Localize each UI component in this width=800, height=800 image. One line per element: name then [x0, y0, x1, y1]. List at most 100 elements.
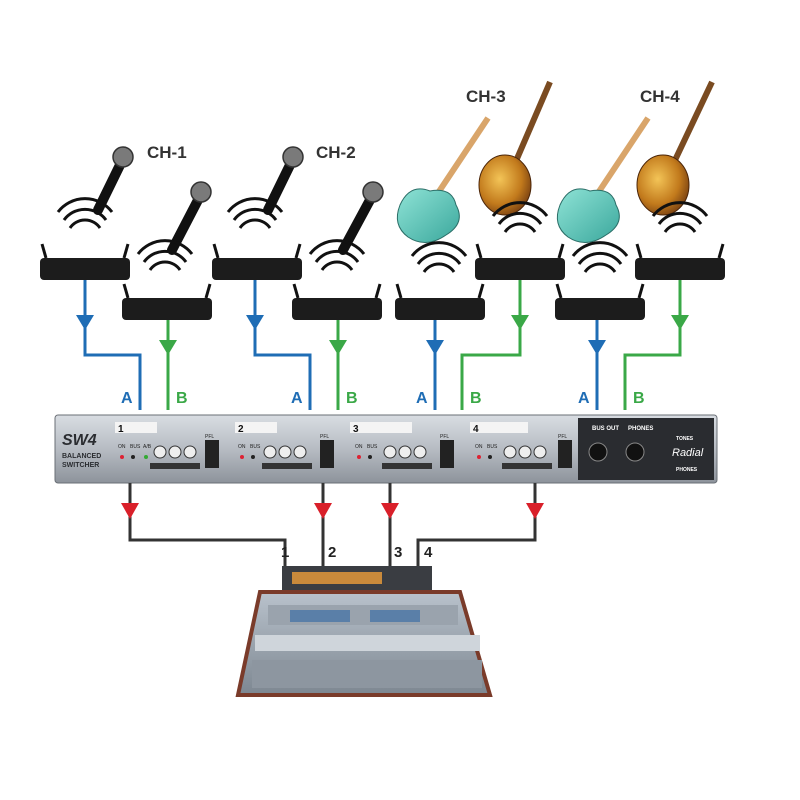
knob[interactable]: [413, 445, 427, 459]
wireless-signal-icon: [491, 201, 549, 233]
on-label: ON: [238, 444, 246, 450]
output-number: 1: [281, 544, 289, 561]
pfl-label: PFL: [320, 434, 329, 440]
on-label: ON: [355, 444, 363, 450]
mixing-console: [235, 566, 493, 697]
bus-label: BUS: [250, 444, 261, 450]
phones-out-label: PHONES: [676, 467, 698, 473]
bus-out-label: BUS OUT: [592, 426, 619, 432]
input-b-label: B: [633, 390, 645, 407]
guitar-icon: [636, 80, 715, 216]
wireless-receiver: [40, 243, 130, 280]
input-b-label: B: [176, 390, 188, 407]
knob[interactable]: [518, 445, 532, 459]
microphone-icon: [263, 146, 304, 215]
channel-number: 1: [118, 424, 124, 435]
subtitle-line2: SWITCHER: [62, 462, 99, 469]
down-arrow-icon: [381, 503, 399, 519]
pfl-label: PFL: [558, 434, 567, 440]
ch3-label: CH-3: [466, 87, 506, 106]
channel-strip: 1 ON BUS A/B PFL: [115, 422, 219, 469]
channel-number: 4: [473, 424, 479, 435]
bus-label: BUS: [130, 444, 141, 450]
knob[interactable]: [278, 445, 292, 459]
on-label: ON: [475, 444, 483, 450]
ab-label: A/B: [143, 444, 152, 450]
phones-label: PHONES: [628, 426, 653, 432]
knob[interactable]: [293, 445, 307, 459]
wireless-receiver: [635, 243, 725, 280]
input-b-label: B: [346, 390, 358, 407]
knob[interactable]: [183, 445, 197, 459]
brand-logo: Radial: [672, 447, 704, 459]
wireless-signal-icon: [56, 197, 114, 229]
wireless-receiver: [212, 243, 302, 280]
down-arrow-icon: [329, 340, 347, 355]
wireless-signal-icon: [571, 241, 629, 273]
output-cable: [416, 483, 537, 575]
down-arrow-icon: [511, 315, 529, 330]
knob[interactable]: [383, 445, 397, 459]
down-arrow-icon: [314, 503, 332, 519]
ch4-label: CH-4: [640, 87, 680, 106]
input-a-label: A: [291, 390, 303, 407]
wireless-signal-icon: [410, 241, 468, 273]
channel-strip: 2 ON BUS PFL: [235, 422, 334, 469]
wireless-receiver: [555, 283, 645, 320]
input-a-label: A: [578, 390, 590, 407]
output-number: 2: [328, 544, 336, 561]
channel-strip: 4 ON BUS PFL: [470, 422, 572, 469]
down-arrow-icon: [246, 315, 264, 330]
down-arrow-icon: [671, 315, 689, 330]
wireless-signal-icon: [226, 197, 284, 229]
output-number: 4: [424, 544, 433, 561]
wireless-signal-icon: [308, 239, 366, 271]
model-label: SW4: [62, 432, 97, 449]
phones-knob[interactable]: [625, 442, 645, 462]
down-arrow-icon: [426, 340, 444, 355]
wireless-receiver: [122, 283, 212, 320]
microphone-icon: [93, 146, 134, 215]
input-a-label: A: [416, 390, 428, 407]
knob[interactable]: [263, 445, 277, 459]
guitar-icon: [396, 116, 491, 243]
wireless-receiver: [292, 283, 382, 320]
pfl-label: PFL: [440, 434, 449, 440]
channel-number: 3: [353, 424, 359, 435]
bus-label: BUS: [487, 444, 498, 450]
guitar-icon: [478, 80, 553, 216]
channel-number: 2: [238, 424, 244, 435]
wireless-receiver: [475, 243, 565, 280]
knob[interactable]: [153, 445, 167, 459]
down-arrow-icon: [588, 340, 606, 355]
down-arrow-icon: [159, 340, 177, 355]
ch1-label: CH-1: [147, 143, 187, 162]
bus-out-knob[interactable]: [588, 442, 608, 462]
knob[interactable]: [533, 445, 547, 459]
microphone-icon: [167, 181, 212, 255]
wireless-signal-icon: [136, 239, 194, 271]
tones-label: TONES: [676, 436, 694, 442]
input-a-label: A: [121, 390, 133, 407]
knob[interactable]: [168, 445, 182, 459]
knob[interactable]: [503, 445, 517, 459]
microphone-icon: [338, 181, 384, 255]
subtitle-line1: BALANCED: [62, 453, 101, 460]
guitar-icon: [556, 116, 651, 243]
ch2-label: CH-2: [316, 143, 356, 162]
down-arrow-icon: [121, 503, 139, 519]
channel-strip: 3 ON BUS PFL: [350, 422, 454, 469]
sw4-switcher-unit: SW4 BALANCED SWITCHER 1 ON BUS A/B PFL 2…: [54, 414, 718, 484]
wireless-receiver: [395, 283, 485, 320]
output-number: 3: [394, 544, 402, 561]
on-label: ON: [118, 444, 126, 450]
bus-label: BUS: [367, 444, 378, 450]
down-arrow-icon: [526, 503, 544, 519]
wireless-signal-icon: [651, 201, 709, 233]
input-b-label: B: [470, 390, 482, 407]
pfl-label: PFL: [205, 434, 214, 440]
knob[interactable]: [398, 445, 412, 459]
output-cable: [128, 483, 287, 575]
